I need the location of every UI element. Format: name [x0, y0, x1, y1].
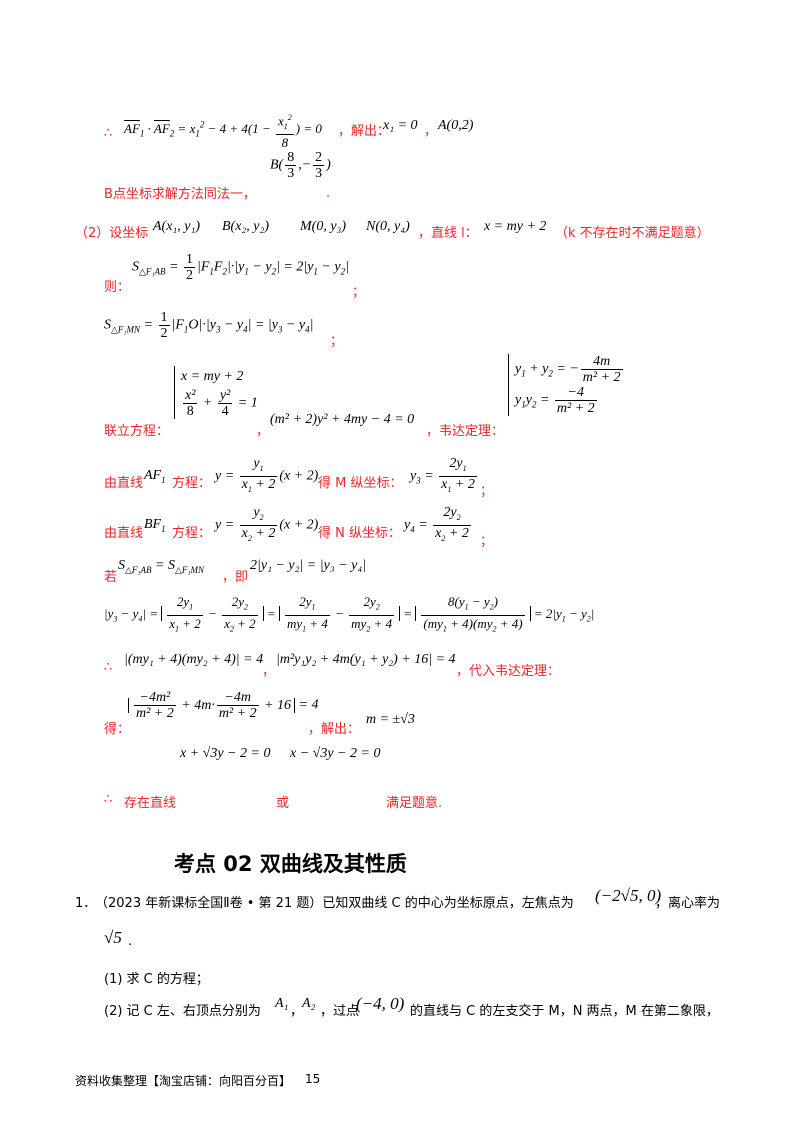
area-equality: S△F₁AB = S△F₁MN	[118, 558, 205, 575]
m-value: m = ±√3	[366, 712, 415, 727]
get-label: 得：	[104, 722, 131, 737]
vertex-A1: A₁	[275, 996, 289, 1011]
point-A: A(0,2)	[438, 118, 474, 133]
line-solution-2: x − √3y − 2 = 0	[290, 746, 381, 761]
if-label: 若	[104, 570, 118, 585]
area-equality-expanded: 2|y₁ − y₂| = |y₃ − y₄|	[250, 558, 367, 573]
semicolon: ；	[330, 334, 344, 349]
semicolon: ；	[352, 285, 366, 300]
comma: ，	[262, 664, 276, 679]
then-label: 则：	[104, 280, 131, 295]
expanded-abs-equation: |m²y₁y₂ + 4m(y₁ + y₂) + 16| = 4	[276, 652, 456, 667]
coord-N: N(0, y₄)	[366, 219, 410, 234]
section-title: 考点 02 双曲线及其性质	[174, 852, 407, 876]
k-note: （k 不存在时不满足题意）	[555, 226, 710, 241]
coord-M: M(0, y₃)	[300, 219, 347, 234]
product-abs-equation: |(my₁ + 4)(my₂ + 4)| = 4	[124, 652, 264, 667]
b-method-note: B点坐标求解方法同法一，	[104, 187, 256, 202]
semicolon: ；	[480, 484, 494, 499]
eccentricity-value: √5	[104, 928, 122, 947]
line-equation: x = my + 2	[484, 219, 547, 234]
combine-equations-label: 联立方程：	[104, 424, 170, 439]
conclusion-or: 或	[276, 796, 290, 811]
conclusion-satisfies: 满足题意.	[386, 796, 443, 811]
left-focus: (−2√5, 0)	[595, 886, 662, 905]
therefore-symbol: ∴	[104, 792, 113, 807]
footer-source: 资料收集整理【淘宝店铺：向阳百分百】	[75, 1074, 292, 1088]
page-number: 15	[305, 1072, 321, 1086]
set-coordinates-label: （2）设坐标	[75, 226, 149, 241]
get-M-label: 得 M 纵坐标：	[318, 476, 403, 491]
question-2-rest: 的直线与 C 的左支交于 M，N 两点，M 在第二象限，	[410, 1004, 719, 1019]
line-BF1: BF1	[144, 517, 166, 534]
by-line-label: 由直线	[104, 476, 144, 491]
get-N-label: 得 N 纵坐标：	[318, 526, 401, 541]
line-l-label: ，直线 l：	[418, 226, 478, 241]
question-1: (1) 求 C 的方程；	[104, 972, 209, 987]
conclusion-exists: 存在直线	[124, 796, 177, 811]
line-solution-1: x + √3y − 2 = 0	[180, 746, 271, 761]
question-2-start: (2) 记 C 左、右顶点分别为	[104, 1004, 261, 1019]
coord-B: B(x₂, y₂)	[222, 219, 270, 234]
comma: ，	[424, 124, 438, 139]
through-point-label: ，过点	[320, 1004, 360, 1019]
point-minus4-0: (−4, 0)	[356, 994, 405, 1013]
comma: ，	[290, 1004, 304, 1019]
line-AF1: AF1	[144, 468, 166, 485]
equation-label: 方程：	[172, 526, 212, 541]
vieta-label: ，韦达定理：	[426, 424, 505, 439]
coord-A: A(x₁, y₁)	[153, 219, 201, 234]
period: .	[326, 186, 331, 201]
equation-label: 方程：	[172, 476, 212, 491]
semicolon: ；	[480, 534, 494, 549]
eccentricity-label: ，离心率为	[655, 896, 721, 911]
that-is-label: ，即	[222, 570, 249, 585]
vertex-A2: A₂	[302, 996, 316, 1011]
quadratic-equation: (m² + 2)y² + 4my − 4 = 0	[270, 412, 415, 427]
problem-number: 1．	[75, 896, 97, 911]
therefore-symbol: ∴	[104, 126, 113, 141]
solve-label: ，解出：	[308, 722, 361, 737]
problem-intro: （2023 年新课标全国Ⅱ卷 • 第 21 题）已知双曲线 C 的中心为坐标原点…	[95, 896, 574, 911]
by-line-label: 由直线	[104, 526, 144, 541]
solve-label: ，解出：	[338, 124, 391, 139]
period: .	[128, 934, 133, 949]
therefore-symbol: ∴	[104, 660, 113, 675]
x1-value: x₁ = 0	[383, 118, 418, 133]
comma: ，	[256, 424, 270, 439]
substitute-vieta-label: ，代入韦达定理：	[456, 664, 561, 679]
